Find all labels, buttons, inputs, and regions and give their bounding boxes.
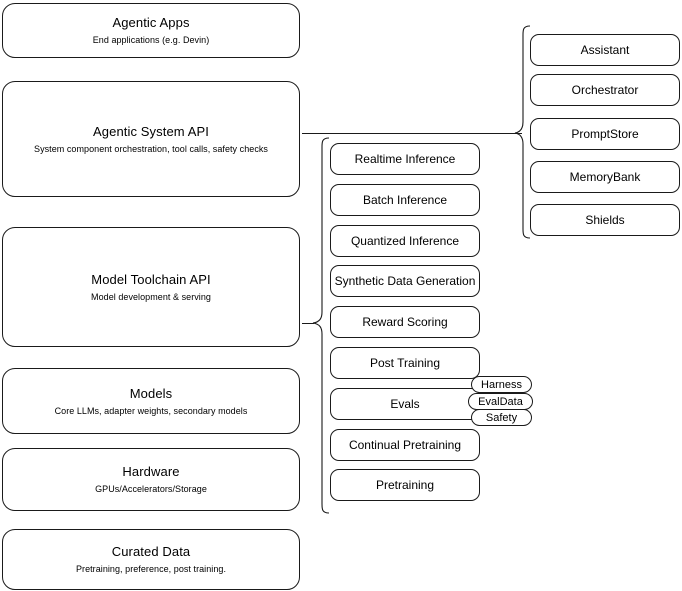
capability-evals[interactable]: Evals [330,388,480,420]
evals-badge-label: EvalData [478,395,523,408]
layer-subtitle: GPUs/Accelerators/Storage [95,484,207,494]
capability-reward-scoring[interactable]: Reward Scoring [330,306,480,338]
agentic-component-label: Shields [585,213,625,227]
capability-pretraining[interactable]: Pretraining [330,469,480,501]
agentic-component-promptstore[interactable]: PromptStore [530,118,680,150]
layer-title: Curated Data [111,544,191,559]
layer-subtitle: Core LLMs, adapter weights, secondary mo… [54,405,248,416]
capability-label: Batch Inference [362,193,448,207]
evals-badge-label: Harness [481,378,522,391]
agentic-component-label: PromptStore [571,127,639,141]
capability-quantized-inference[interactable]: Quantized Inference [330,225,480,257]
layer-title: Model Toolchain API [91,271,211,287]
layer-title: Agentic Apps [112,15,190,30]
layer-subtitle: System component orchestration, tool cal… [34,143,268,154]
agentic-component-label: Assistant [580,43,630,57]
agentic-component-assistant[interactable]: Assistant [530,34,680,66]
connector-toolchain-to-capabilities [302,323,314,324]
layer-title: Agentic System API [93,123,209,139]
capability-post-training[interactable]: Post Training [330,347,480,379]
capability-label: Pretraining [375,478,435,492]
bracket-toolchain-capabilities [312,137,330,514]
connector-agentic-system-to-components [302,133,522,134]
agentic-component-orchestrator[interactable]: Orchestrator [530,74,680,106]
capability-batch-inference[interactable]: Batch Inference [330,184,480,216]
layer-box-model-toolchain-api[interactable]: Model Toolchain API Model development & … [2,227,300,347]
layer-box-hardware[interactable]: Hardware GPUs/Accelerators/Storage [2,448,300,511]
capability-label: Evals [390,397,420,411]
capability-label: Reward Scoring [362,315,448,329]
capability-label: Realtime Inference [354,152,456,166]
evals-badge-label: Safety [485,411,518,424]
layer-box-curated-data[interactable]: Curated Data Pretraining, preference, po… [2,529,300,590]
capability-continual-pretraining[interactable]: Continual Pretraining [330,429,480,461]
evals-badge-safety[interactable]: Safety [471,409,532,426]
layer-title: Hardware [122,464,180,479]
agentic-component-label: Orchestrator [571,83,639,97]
layer-box-agentic-system-api[interactable]: Agentic System API System component orch… [2,81,300,197]
agentic-component-memorybank[interactable]: MemoryBank [530,161,680,193]
layer-subtitle: Model development & serving [91,291,211,302]
evals-badge-harness[interactable]: Harness [471,376,532,393]
capability-label: Post Training [369,356,441,370]
capability-label: Quantized Inference [350,234,460,248]
capability-label: Continual Pretraining [348,438,462,452]
layer-subtitle: Pretraining, preference, post training. [75,564,227,574]
layer-box-agentic-apps[interactable]: Agentic Apps End applications (e.g. Devi… [2,3,300,58]
agentic-component-label: MemoryBank [569,170,641,184]
capability-synthetic-data-generation[interactable]: Synthetic Data Generation [330,265,480,297]
capability-label: Synthetic Data Generation [334,274,476,288]
layer-subtitle: End applications (e.g. Devin) [92,35,210,45]
agentic-component-shields[interactable]: Shields [530,204,680,236]
bracket-agentic-components [514,25,531,239]
layer-box-models[interactable]: Models Core LLMs, adapter weights, secon… [2,368,300,434]
evals-badge-evaldata[interactable]: EvalData [468,393,533,410]
capability-realtime-inference[interactable]: Realtime Inference [330,143,480,175]
layer-title: Models [129,385,173,401]
